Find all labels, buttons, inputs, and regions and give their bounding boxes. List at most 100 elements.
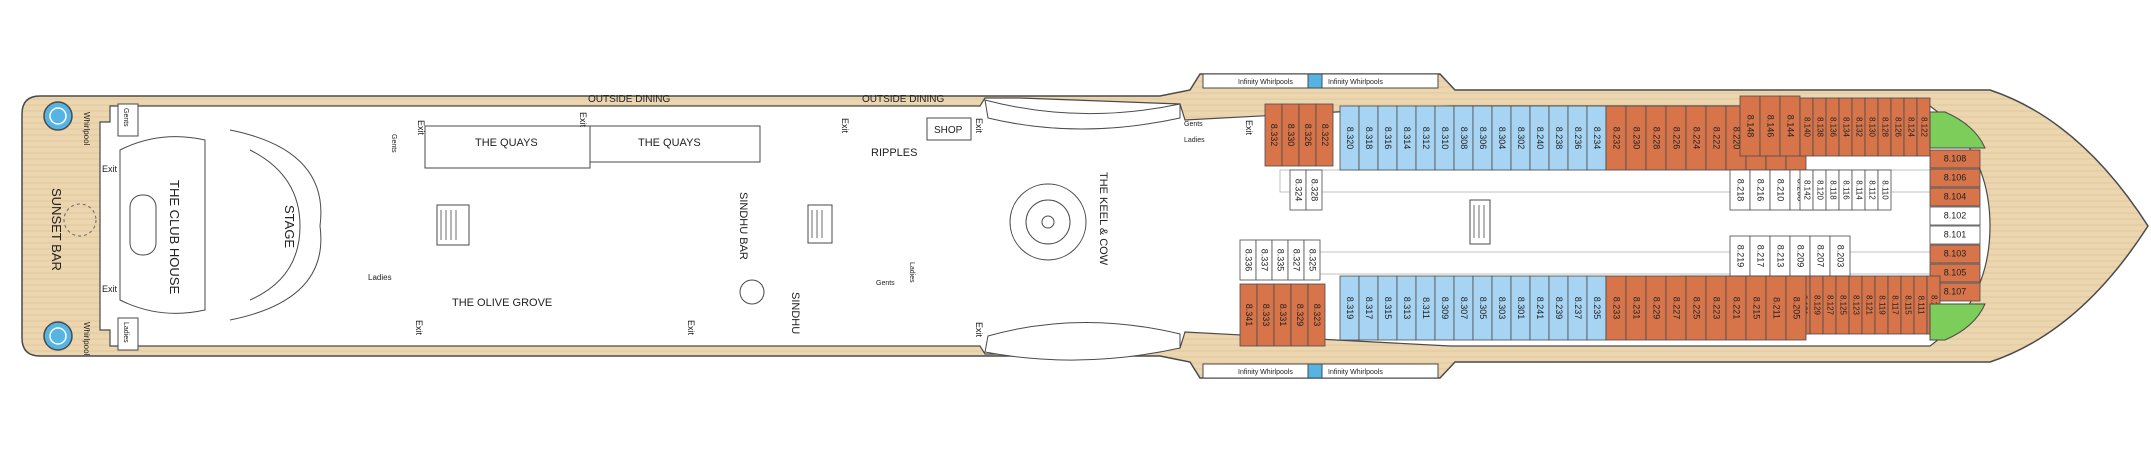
cabin-8307[interactable]: 8.307 (1453, 275, 1474, 341)
cabin-8114[interactable]: 8.114 (1851, 169, 1866, 211)
cabin-8236[interactable]: 8.236 (1567, 105, 1588, 171)
cabin-8119[interactable]: 8.119 (1874, 275, 1889, 335)
cabin-8218[interactable]: 8.218 (1729, 169, 1751, 211)
cabin-8306[interactable]: 8.306 (1472, 105, 1493, 171)
cabin-8312[interactable]: 8.312 (1415, 105, 1436, 171)
cabin-8238[interactable]: 8.238 (1548, 105, 1569, 171)
cabin-8216[interactable]: 8.216 (1749, 169, 1771, 211)
cabin-8240[interactable]: 8.240 (1529, 105, 1550, 171)
cabin-8144[interactable]: 8.144 (1779, 95, 1801, 157)
cabin-8319[interactable]: 8.319 (1339, 275, 1360, 341)
cabin-8320[interactable]: 8.320 (1339, 105, 1360, 171)
cabin-8304[interactable]: 8.304 (1491, 105, 1512, 171)
cabin-8207[interactable]: 8.207 (1809, 235, 1831, 277)
cabin-8303[interactable]: 8.303 (1491, 275, 1512, 341)
cabin-8103[interactable]: 8.103 (1929, 244, 1981, 264)
cabin-8333[interactable]: 8.333 (1256, 283, 1275, 347)
cabin-8225[interactable]: 8.225 (1685, 275, 1707, 341)
cabin-8122[interactable]: 8.122 (1916, 97, 1931, 157)
cabin-8224[interactable]: 8.224 (1685, 105, 1707, 171)
cabin-8226[interactable]: 8.226 (1665, 105, 1687, 171)
cabin-8328[interactable]: 8.328 (1305, 169, 1323, 211)
cabin-8308[interactable]: 8.308 (1453, 105, 1474, 171)
cabin-8209[interactable]: 8.209 (1789, 235, 1811, 277)
cabin-8128[interactable]: 8.128 (1877, 97, 1892, 157)
cabin-8146[interactable]: 8.146 (1759, 95, 1781, 157)
cabin-8217[interactable]: 8.217 (1749, 235, 1771, 277)
cabin-8136[interactable]: 8.136 (1825, 97, 1840, 157)
cabin-8123[interactable]: 8.123 (1848, 275, 1863, 335)
cabin-8205[interactable]: 8.205 (1785, 275, 1807, 341)
cabin-8228[interactable]: 8.228 (1645, 105, 1667, 171)
cabin-8116[interactable]: 8.116 (1838, 169, 1853, 211)
cabin-8210[interactable]: 8.210 (1769, 169, 1791, 211)
cabin-8324[interactable]: 8.324 (1289, 169, 1307, 211)
cabin-8310[interactable]: 8.310 (1434, 105, 1455, 171)
cabin-8311[interactable]: 8.311 (1415, 275, 1436, 341)
cabin-8130[interactable]: 8.130 (1864, 97, 1879, 157)
cabin-8124[interactable]: 8.124 (1903, 97, 1918, 157)
cabin-8315[interactable]: 8.315 (1377, 275, 1398, 341)
cabin-8118[interactable]: 8.118 (1825, 169, 1840, 211)
cabin-8213[interactable]: 8.213 (1769, 235, 1791, 277)
cabin-8219[interactable]: 8.219 (1729, 235, 1751, 277)
cabin-8108[interactable]: 8.108 (1929, 149, 1981, 169)
cabin-8302[interactable]: 8.302 (1510, 105, 1531, 171)
cabin-8117[interactable]: 8.117 (1887, 275, 1902, 335)
cabin-8330[interactable]: 8.330 (1281, 103, 1300, 167)
cabin-8138[interactable]: 8.138 (1812, 97, 1827, 157)
cabin-8105[interactable]: 8.105 (1929, 263, 1981, 283)
cabin-8337[interactable]: 8.337 (1255, 239, 1273, 281)
cabin-8230[interactable]: 8.230 (1625, 105, 1647, 171)
cabin-8305[interactable]: 8.305 (1472, 275, 1493, 341)
cabin-8120[interactable]: 8.120 (1812, 169, 1827, 211)
cabin-8211[interactable]: 8.211 (1765, 275, 1787, 341)
cabin-8329[interactable]: 8.329 (1290, 283, 1309, 347)
cabin-8335[interactable]: 8.335 (1271, 239, 1289, 281)
cabin-8132[interactable]: 8.132 (1851, 97, 1866, 157)
cabin-8232[interactable]: 8.232 (1605, 105, 1627, 171)
cabin-8327[interactable]: 8.327 (1287, 239, 1305, 281)
cabin-8107[interactable]: 8.107 (1929, 282, 1981, 302)
cabin-8110[interactable]: 8.110 (1877, 169, 1892, 211)
cabin-8140[interactable]: 8.140 (1799, 97, 1814, 157)
cabin-8336[interactable]: 8.336 (1239, 239, 1257, 281)
cabin-8301[interactable]: 8.301 (1510, 275, 1531, 341)
cabin-8241[interactable]: 8.241 (1529, 275, 1550, 341)
cabin-8229[interactable]: 8.229 (1645, 275, 1667, 341)
cabin-8326[interactable]: 8.326 (1298, 103, 1317, 167)
cabin-8148[interactable]: 8.148 (1739, 95, 1761, 157)
cabin-8332[interactable]: 8.332 (1264, 103, 1283, 167)
cabin-8234[interactable]: 8.234 (1586, 105, 1607, 171)
cabin-8322[interactable]: 8.322 (1315, 103, 1334, 167)
cabin-8318[interactable]: 8.318 (1358, 105, 1379, 171)
cabin-8127[interactable]: 8.127 (1822, 275, 1837, 335)
cabin-8323[interactable]: 8.323 (1307, 283, 1326, 347)
cabin-8313[interactable]: 8.313 (1396, 275, 1417, 341)
cabin-8121[interactable]: 8.121 (1861, 275, 1876, 335)
cabin-8314[interactable]: 8.314 (1396, 105, 1417, 171)
cabin-8221[interactable]: 8.221 (1725, 275, 1747, 341)
cabin-8203[interactable]: 8.203 (1829, 235, 1851, 277)
cabin-8106[interactable]: 8.106 (1929, 168, 1981, 188)
cabin-8231[interactable]: 8.231 (1625, 275, 1647, 341)
cabin-8331[interactable]: 8.331 (1273, 283, 1292, 347)
cabin-8237[interactable]: 8.237 (1567, 275, 1588, 341)
cabin-8126[interactable]: 8.126 (1890, 97, 1905, 157)
cabin-8115[interactable]: 8.115 (1900, 275, 1915, 335)
cabin-8309[interactable]: 8.309 (1434, 275, 1455, 341)
cabin-8125[interactable]: 8.125 (1835, 275, 1850, 335)
cabin-8142[interactable]: 8.142 (1799, 169, 1814, 211)
cabin-8325[interactable]: 8.325 (1303, 239, 1321, 281)
cabin-8227[interactable]: 8.227 (1665, 275, 1687, 341)
cabin-8233[interactable]: 8.233 (1605, 275, 1627, 341)
cabin-8129[interactable]: 8.129 (1809, 275, 1824, 335)
cabin-8239[interactable]: 8.239 (1548, 275, 1569, 341)
cabin-8341[interactable]: 8.341 (1239, 283, 1258, 347)
cabin-8316[interactable]: 8.316 (1377, 105, 1398, 171)
cabin-8104[interactable]: 8.104 (1929, 187, 1981, 207)
cabin-8317[interactable]: 8.317 (1358, 275, 1379, 341)
cabin-8222[interactable]: 8.222 (1705, 105, 1727, 171)
cabin-8134[interactable]: 8.134 (1838, 97, 1853, 157)
cabin-8223[interactable]: 8.223 (1705, 275, 1727, 341)
